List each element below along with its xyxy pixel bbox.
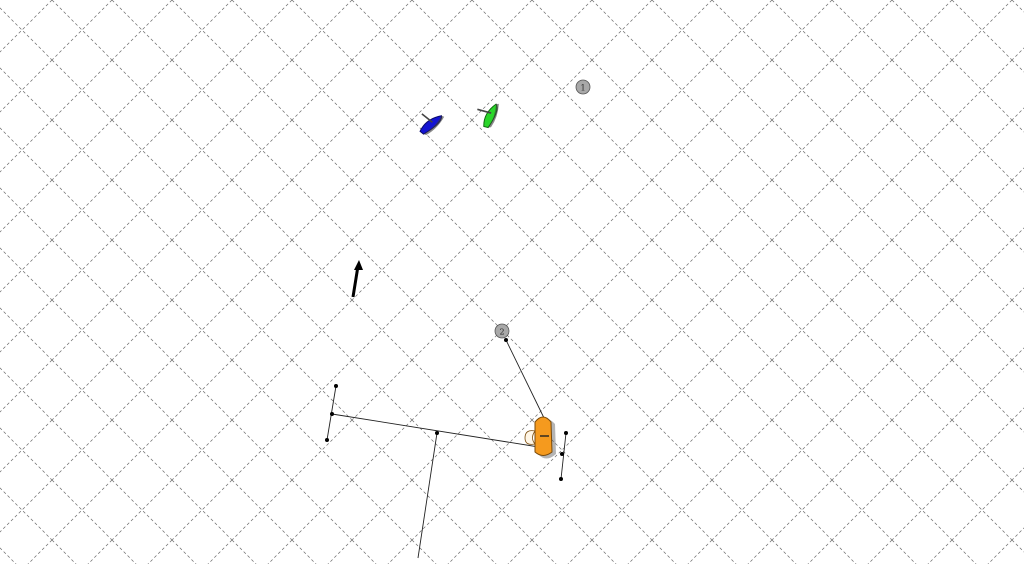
rotation-handle-icon[interactable] <box>559 477 563 481</box>
mark-2-label: 2 <box>499 328 504 337</box>
drop-line <box>417 432 438 559</box>
boat-orange-sail[interactable] <box>524 430 536 445</box>
rotation-handle-icon[interactable] <box>334 384 338 388</box>
mark-1[interactable]: 1 <box>575 79 591 95</box>
rotation-handle-icon[interactable] <box>560 452 564 456</box>
mark-1-buoy[interactable] <box>575 79 591 95</box>
mark-1-label: 1 <box>580 84 585 93</box>
mark-2[interactable]: 2 <box>494 323 510 339</box>
boat-green-shadow <box>488 103 499 128</box>
rotation-handle-icon[interactable] <box>330 412 334 416</box>
boat-green[interactable] <box>472 96 506 131</box>
right-handle-line <box>560 432 567 480</box>
course-line-to-mark-2 <box>505 339 546 421</box>
boat-blue[interactable] <box>414 106 448 137</box>
rotation-handle-icon[interactable] <box>504 338 508 342</box>
boat-orange[interactable] <box>524 416 556 459</box>
rotation-handle-icon[interactable] <box>435 431 439 435</box>
rotation-handle-icon[interactable] <box>325 438 329 442</box>
rotation-handles[interactable] <box>325 338 568 481</box>
heading-line <box>331 413 546 449</box>
mark-2-buoy[interactable] <box>494 323 510 339</box>
boat-green-sail <box>477 108 492 114</box>
rotation-handle-icon[interactable] <box>564 431 568 435</box>
boat-blue-shadow <box>423 115 445 136</box>
boat-blue-sail <box>421 113 433 123</box>
wind-arrow-icon[interactable] <box>351 260 363 298</box>
